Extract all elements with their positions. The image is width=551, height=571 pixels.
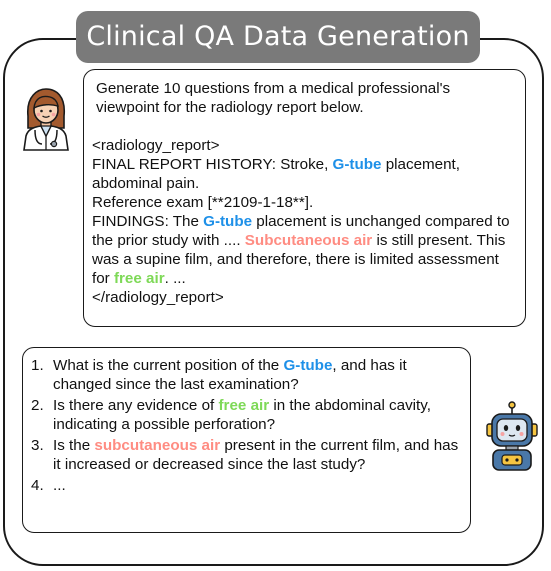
highlight-subcutaneous-air: Subcutaneous air xyxy=(244,232,373,249)
highlight-subcutaneous-air: subcutaneous air xyxy=(94,437,221,454)
question-text: Is the xyxy=(53,437,95,454)
doctor-avatar-icon xyxy=(23,88,69,151)
question-text: present in the current film, and has it … xyxy=(53,437,459,473)
highlight-g-tube: G-tube xyxy=(203,213,253,230)
radiology-report: <radiology_report> FINAL REPORT HISTORY:… xyxy=(92,136,517,307)
question-number: 4. xyxy=(31,477,44,494)
findings-text-2: placement is unchanged compared to the p… xyxy=(92,213,510,249)
prompt-instruction: Generate 10 questions from a medical pro… xyxy=(96,80,451,116)
question-list: 1. What is the current position of the G-… xyxy=(27,356,462,495)
diagram-title: Clinical QA Data Generation xyxy=(76,11,480,63)
highlight-g-tube: G-tube xyxy=(283,357,333,374)
report-close-tag: </radiology_report> xyxy=(92,289,224,306)
history-text-2: placement, abdominal pain. xyxy=(92,156,460,192)
robot-icon xyxy=(486,401,538,471)
report-findings: FINDINGS: The G-tube placement is unchan… xyxy=(92,212,517,288)
findings-text-1: FINDINGS: The xyxy=(92,213,204,230)
question-text: What is the current position of the xyxy=(53,357,284,374)
question-text: , and has it changed since the last exam… xyxy=(53,357,407,393)
findings-text-3: is still present. This was a supine film… xyxy=(92,232,506,287)
prompt-box: Generate 10 questions from a medical pro… xyxy=(83,69,526,327)
question-text: Is there any evidence of xyxy=(53,397,219,414)
question-number: 1. xyxy=(31,357,44,374)
question-number: 3. xyxy=(31,437,44,454)
questions-box: 1. What is the current position of the G-… xyxy=(22,347,471,533)
findings-text-4: . ... xyxy=(164,270,186,287)
question-number: 2. xyxy=(31,397,44,414)
highlight-g-tube: G-tube xyxy=(332,156,382,173)
highlight-free-air: free air xyxy=(113,270,165,287)
highlight-free-air: free air xyxy=(218,397,270,414)
question-item: 3. Is the subcutaneous air present in the… xyxy=(27,436,462,474)
question-item: 4.... xyxy=(27,476,462,495)
question-item: 2. Is there any evidence of free air in t… xyxy=(27,396,462,434)
question-item: 1. What is the current position of the G-… xyxy=(27,356,462,394)
report-reference: Reference exam [**2109-1-18**]. xyxy=(92,194,314,211)
question-text: ... xyxy=(53,477,66,494)
question-text: in the abdominal cavity, indicating a po… xyxy=(53,397,431,433)
report-open-tag: <radiology_report> xyxy=(92,137,220,154)
history-text-1: FINAL REPORT HISTORY: Stroke, xyxy=(92,156,333,173)
report-history: FINAL REPORT HISTORY: Stroke, G-tube pla… xyxy=(92,155,517,193)
